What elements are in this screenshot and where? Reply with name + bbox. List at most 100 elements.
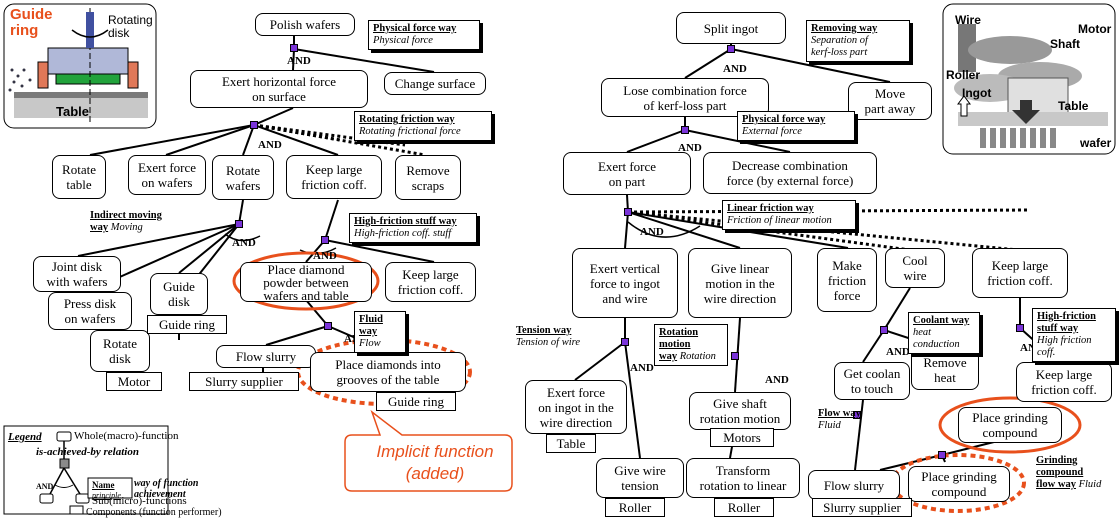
legend-name: Name: [92, 480, 115, 490]
and-label: AND: [313, 250, 337, 262]
way-title: Physical force way: [742, 114, 826, 125]
and-label: AND: [258, 139, 282, 151]
way-principle: Separation of kerf-loss part: [811, 35, 868, 58]
legend-sub-functions: Sub(micro)-functions: [92, 495, 187, 507]
or-node: [624, 208, 632, 216]
way-principle: Friction of linear motion: [727, 215, 832, 226]
way-title: Rotation motion way: [659, 327, 699, 362]
inset-label-shaft: Shaft: [1050, 37, 1080, 51]
component-slurry-supplier: Slurry supplier: [189, 372, 299, 391]
right-dashed-lines: [627, 208, 1031, 252]
and-label: AND: [886, 346, 910, 358]
and-label: AND: [232, 237, 256, 249]
function-exert-horizontal-force: Exert horizontal force on surface: [190, 70, 368, 108]
component-guide-ring-2: Guide ring: [376, 392, 456, 411]
function-joint-disk-with-wafers: Joint disk with wafers: [33, 256, 121, 292]
function-remove-scraps: Remove scraps: [395, 155, 461, 200]
implicit-ellipse-grinding-1: [938, 396, 1082, 454]
or-node: [880, 326, 888, 334]
component-guide-ring: Guide ring: [147, 315, 227, 334]
way-fluid: Fluid way Flow: [354, 311, 406, 353]
way-high-friction-stuff: High-friction stuff way High-friction co…: [349, 213, 477, 243]
way-title: High-friction stuff way: [354, 216, 457, 227]
and-label: AND: [640, 226, 664, 238]
function-change-surface: Change surface: [384, 72, 486, 95]
way-title: Indirect moving way: [90, 210, 162, 233]
function-keep-large-friction: Keep large friction coff.: [286, 155, 382, 199]
and-arc: [224, 233, 261, 242]
legend-principle: principle: [92, 491, 121, 500]
way-high-friction-stuff-right: High-friction stuff way High friction co…: [1032, 308, 1116, 362]
and-arc: [627, 221, 701, 238]
way-rotating-friction: Rotating friction way Rotating frictiona…: [354, 111, 492, 141]
or-node: [938, 451, 946, 459]
way-principle: High friction coff.: [1037, 335, 1092, 358]
way-principle: Rotating frictional force: [359, 126, 461, 137]
function-remove-heat: Remove heat: [911, 350, 979, 390]
implicit-function-label: Implicit function (added): [376, 442, 494, 483]
function-rotate-disk: Rotate disk: [90, 330, 150, 372]
inset-label-table: Table: [56, 104, 89, 119]
way-principle: Fluid: [1078, 479, 1102, 490]
or-node: [235, 220, 243, 228]
legend-components: Components (function performer): [86, 507, 222, 518]
legend-achieved-by: is-achieved-by relation: [36, 446, 139, 458]
component-table: Table: [546, 434, 596, 453]
function-keep-large-friction-4: Keep large friction coff.: [1016, 362, 1112, 402]
component-motor: Motor: [106, 372, 162, 391]
way-principle: Rotation: [679, 351, 716, 362]
function-move-part-away: Move part away: [848, 82, 932, 120]
legend-graphics: [3, 425, 169, 515]
and-label: AND: [723, 63, 747, 75]
function-decrease-combination-force: Decrease combination force (by external …: [703, 152, 877, 194]
way-principle: High-friction coff. stuff: [354, 228, 452, 239]
function-give-shaft-rotation: Give shaft rotation motion: [689, 392, 791, 430]
inset-label-roller: Roller: [946, 68, 981, 82]
function-exert-force-on-wafers: Exert force on wafers: [128, 155, 206, 195]
way-principle: External force: [742, 126, 802, 137]
function-give-linear-motion: Give linear motion in the wire direction: [688, 248, 792, 318]
or-node: [290, 44, 298, 52]
function-place-diamond-powder: Place diamond powder between wafers and …: [240, 262, 372, 302]
function-rotate-table: Rotate table: [52, 155, 106, 199]
component-motors: Motors: [710, 428, 774, 447]
way-title: Removing way: [811, 23, 878, 34]
way-title: Coolant way: [913, 315, 970, 326]
function-place-diamonds-into-grooves: Place diamonds into grooves of the table: [310, 352, 466, 392]
function-make-friction-force: Make friction force: [817, 248, 877, 312]
or-node: [250, 121, 258, 129]
and-label: AND: [287, 55, 311, 67]
way-title: Rotating friction way: [359, 114, 455, 125]
function-split-ingot: Split ingot: [676, 12, 786, 44]
component-roller: Roller: [605, 498, 665, 517]
function-exert-vertical-force: Exert vertical force to ingot and wire: [572, 248, 678, 318]
inset-label-rotating-disk: Rotating disk: [108, 13, 153, 40]
way-title: Grinding compound flow way: [1036, 455, 1084, 490]
legend-and: AND: [36, 482, 54, 491]
inset-label-wire: Wire: [955, 13, 981, 27]
function-guide-disk: Guide disk: [150, 273, 208, 315]
way-principle: Flow: [359, 338, 381, 349]
right-inset: [942, 3, 1116, 155]
inset-label-wafer: wafer: [1080, 136, 1112, 150]
inset-label-ingot: Ingot: [962, 86, 992, 100]
legend-whole-function: Whole(macro)-function: [74, 430, 179, 442]
function-give-wire-tension: Give wire tension: [596, 458, 684, 498]
left-inset: [3, 3, 157, 129]
function-lose-combination-force: Lose combination force of kerf-loss part: [601, 78, 769, 117]
and-label: AND: [765, 374, 789, 386]
way-title: Tension way: [516, 325, 572, 336]
way-principle: heat conduction: [913, 327, 960, 350]
or-node: [681, 126, 689, 134]
way-principle: Physical force: [373, 35, 433, 46]
way-indirect-moving: Indirect moving way Moving: [90, 210, 182, 234]
legend-way: way of function achievement: [134, 478, 199, 500]
way-tension: Tension way Tension of wire: [516, 325, 602, 349]
way-title: High-friction stuff way: [1037, 311, 1096, 334]
function-exert-force-on-part: Exert force on part: [563, 152, 691, 195]
inset-label-motor: Motor: [1078, 22, 1112, 36]
inset-label-guide-ring: Guide ring: [10, 6, 53, 39]
or-node: [324, 322, 332, 330]
way-coolant: Coolant way heat conduction: [908, 312, 980, 354]
and-label: AND: [630, 362, 654, 374]
